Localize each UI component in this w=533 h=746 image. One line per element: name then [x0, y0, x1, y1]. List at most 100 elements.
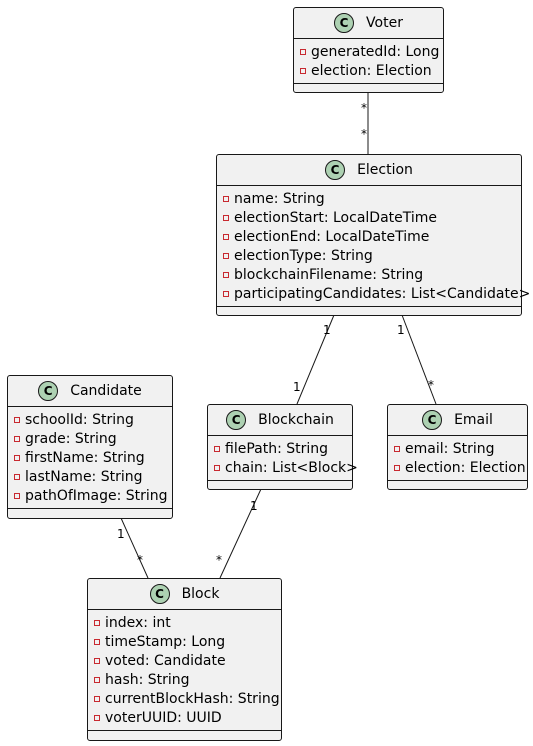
private-visibility-icon — [94, 714, 100, 721]
class-blockchain-methods — [208, 481, 352, 488]
class-email[interactable]: C Email email: String election: Election — [387, 404, 528, 490]
attribute-row: timeStamp: Long — [94, 632, 281, 651]
attribute-row: name: String — [223, 189, 521, 208]
attribute-text: chain: List<Block> — [225, 459, 358, 476]
class-badge-icon: C — [38, 381, 59, 401]
attribute-row: index: int — [94, 613, 281, 632]
class-election-methods — [217, 307, 521, 314]
private-visibility-icon — [223, 290, 229, 297]
attribute-text: voterUUID: UUID — [105, 709, 222, 726]
private-visibility-icon — [14, 454, 20, 461]
attribute-row: lastName: String — [14, 467, 172, 486]
attribute-row: email: String — [394, 439, 527, 458]
class-election-name: Election — [357, 162, 413, 178]
private-visibility-icon — [394, 445, 400, 452]
class-blockchain[interactable]: C Blockchain filePath: String chain: Lis… — [207, 404, 358, 490]
class-email-methods — [388, 481, 527, 488]
class-block-header: C Block — [88, 579, 281, 610]
attribute-text: pathOfImage: String — [25, 487, 168, 504]
association-blockchain-block — [219, 488, 262, 579]
attribute-row: pathOfImage: String — [14, 486, 172, 505]
attribute-row: voted: Candidate — [94, 651, 281, 670]
class-block[interactable]: C Block index: int timeStamp: Long voted… — [87, 578, 282, 741]
private-visibility-icon — [223, 195, 229, 202]
attribute-text: lastName: String — [25, 468, 143, 485]
attribute-text: schoolId: String — [25, 411, 134, 428]
attribute-text: hash: String — [105, 671, 190, 688]
multiplicity-block-from-blockchain: * — [216, 553, 222, 567]
private-visibility-icon — [223, 214, 229, 221]
attribute-row: currentBlockHash: String — [94, 689, 281, 708]
private-visibility-icon — [94, 695, 100, 702]
class-badge-icon: C — [226, 410, 247, 430]
multiplicity-blockchain-to-block: 1 — [250, 499, 258, 513]
attribute-text: electionStart: LocalDateTime — [234, 209, 438, 226]
attribute-text: email: String — [405, 440, 495, 457]
attribute-text: election: Election — [405, 459, 526, 476]
attribute-row: filePath: String — [214, 439, 352, 458]
attribute-row: election: Election — [300, 61, 443, 80]
attribute-text: generatedId: Long — [311, 43, 440, 60]
class-badge-icon: C — [422, 410, 443, 430]
private-visibility-icon — [14, 473, 20, 480]
attribute-row: chain: List<Block> — [214, 458, 358, 477]
attribute-text: name: String — [234, 190, 325, 207]
attribute-row: hash: String — [94, 670, 281, 689]
class-block-attributes: index: int timeStamp: Long voted: Candid… — [88, 610, 281, 731]
attribute-row: participatingCandidates: List<Candidate> — [223, 284, 530, 303]
attribute-row: electionEnd: LocalDateTime — [223, 227, 521, 246]
class-candidate-name: Candidate — [70, 383, 142, 399]
attribute-row: schoolId: String — [14, 410, 172, 429]
class-voter-attributes: generatedId: Long election: Election — [294, 39, 443, 84]
class-election-header: C Election — [217, 155, 521, 186]
private-visibility-icon — [394, 464, 400, 471]
private-visibility-icon — [223, 233, 229, 240]
private-visibility-icon — [94, 619, 100, 626]
attribute-text: election: Election — [311, 62, 432, 79]
multiplicity-block-from-candidate: * — [137, 553, 143, 567]
private-visibility-icon — [223, 252, 229, 259]
multiplicity-candidate-to-block: 1 — [117, 527, 125, 541]
attribute-text: timeStamp: Long — [105, 633, 226, 650]
class-badge-icon: C — [325, 160, 346, 180]
class-election[interactable]: C Election name: String electionStart: L… — [216, 154, 530, 316]
attribute-text: firstName: String — [25, 449, 145, 466]
class-badge-icon: C — [149, 584, 170, 604]
attribute-row: electionType: String — [223, 246, 521, 265]
association-candidate-block — [120, 517, 149, 579]
attribute-row: generatedId: Long — [300, 42, 443, 61]
attribute-row: firstName: String — [14, 448, 172, 467]
private-visibility-icon — [14, 435, 20, 442]
multiplicity-election-end: * — [361, 127, 367, 141]
class-email-header: C Email — [388, 405, 527, 436]
attribute-text: grade: String — [25, 430, 117, 447]
class-voter-name: Voter — [366, 15, 403, 31]
class-candidate-header: C Candidate — [8, 376, 172, 407]
multiplicity-election-to-blockchain: 1 — [323, 323, 331, 337]
class-voter-header: C Voter — [294, 8, 443, 39]
association-election-email — [401, 314, 437, 405]
attribute-row: blockchainFilename: String — [223, 265, 521, 284]
attribute-text: filePath: String — [225, 440, 329, 457]
attribute-text: blockchainFilename: String — [234, 266, 424, 283]
private-visibility-icon — [94, 638, 100, 645]
private-visibility-icon — [14, 416, 20, 423]
attribute-text: voted: Candidate — [105, 652, 226, 669]
attribute-text: electionType: String — [234, 247, 373, 264]
multiplicity-election-to-email: 1 — [397, 323, 405, 337]
class-voter[interactable]: C Voter generatedId: Long election: Elec… — [293, 7, 444, 93]
attribute-text: currentBlockHash: String — [105, 690, 280, 707]
multiplicity-blockchain-from-election: 1 — [293, 380, 301, 394]
class-blockchain-attributes: filePath: String chain: List<Block> — [208, 436, 358, 481]
class-block-methods — [88, 731, 281, 738]
class-block-name: Block — [181, 586, 220, 602]
class-candidate[interactable]: C Candidate schoolId: String grade: Stri… — [7, 375, 173, 519]
private-visibility-icon — [94, 676, 100, 683]
class-voter-methods — [294, 84, 443, 91]
multiplicity-voter-end: * — [361, 101, 367, 115]
private-visibility-icon — [223, 271, 229, 278]
class-badge-icon: C — [334, 13, 355, 33]
attribute-text: participatingCandidates: List<Candidate> — [234, 285, 531, 302]
attribute-row: voterUUID: UUID — [94, 708, 281, 727]
class-email-name: Email — [454, 412, 493, 428]
